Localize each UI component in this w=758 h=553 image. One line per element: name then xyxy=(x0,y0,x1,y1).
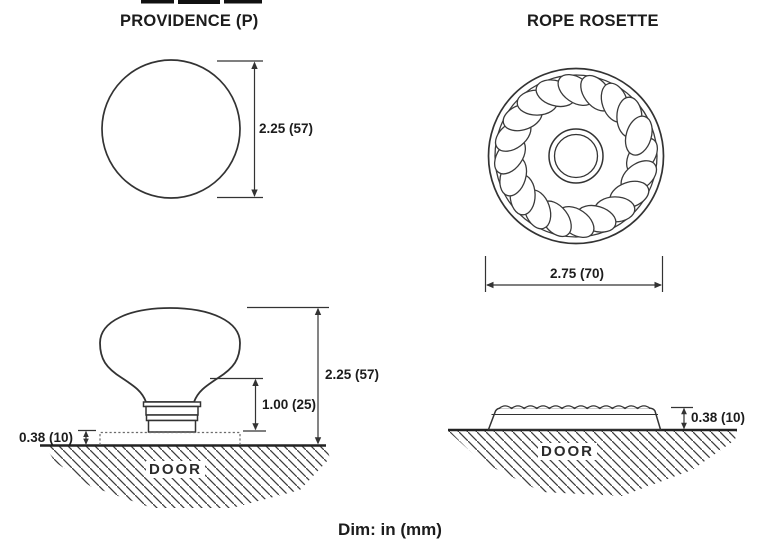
door-label-right: DOOR xyxy=(538,443,597,460)
rosette-front-drawing xyxy=(487,67,665,245)
knob-front-circle xyxy=(101,59,241,199)
arrow-right-icon xyxy=(654,281,662,289)
knob-shank xyxy=(142,401,202,433)
knob-side-profile xyxy=(99,307,241,433)
rope-pattern-ring xyxy=(493,73,659,239)
providence-title: PROVIDENCE (P) xyxy=(120,12,259,30)
rosette-title: ROPE ROSETTE xyxy=(527,12,659,30)
arrow-up-icon xyxy=(252,378,259,386)
arrow-down-icon xyxy=(314,437,322,445)
rosette-side-profile xyxy=(487,405,662,431)
arrow-up-icon xyxy=(83,430,89,437)
arrow-up-icon xyxy=(681,407,687,415)
door-label-left: DOOR xyxy=(146,461,205,478)
arrow-left-icon xyxy=(486,281,494,289)
arrow-down-icon xyxy=(83,438,89,445)
rosette-front-diameter-dimension xyxy=(484,256,664,292)
door-section-right xyxy=(448,428,737,496)
arrow-down-icon xyxy=(681,422,687,430)
rosette-plate-dotted-outline xyxy=(99,431,241,445)
arrow-down-icon xyxy=(252,423,259,431)
arrow-up-icon xyxy=(251,61,258,69)
rosette-thickness-label: 0.38 (10) xyxy=(691,410,746,425)
knob-shank-label: 1.00 (25) xyxy=(262,397,317,412)
rosette-thickness-dimension xyxy=(671,406,693,430)
dimension-units-note: Dim: in (mm) xyxy=(338,520,442,539)
plate-thickness-dimension-left xyxy=(78,429,96,445)
arrow-up-icon xyxy=(314,307,322,315)
arrow-down-icon xyxy=(251,189,258,197)
rosette-diameter-label: 2.75 (70) xyxy=(549,266,605,281)
plate-thickness-label-left: 0.38 (10) xyxy=(19,430,74,445)
knob-front-diameter-dimension xyxy=(217,60,263,199)
knob-diameter-label: 2.25 (57) xyxy=(259,121,314,136)
knob-height-label: 2.25 (57) xyxy=(325,367,380,382)
knob-height-dimension xyxy=(247,306,329,445)
shank-height-dimension xyxy=(210,377,266,432)
cropped-text-artifact xyxy=(141,0,262,4)
rope-edge-scallops xyxy=(498,405,651,410)
